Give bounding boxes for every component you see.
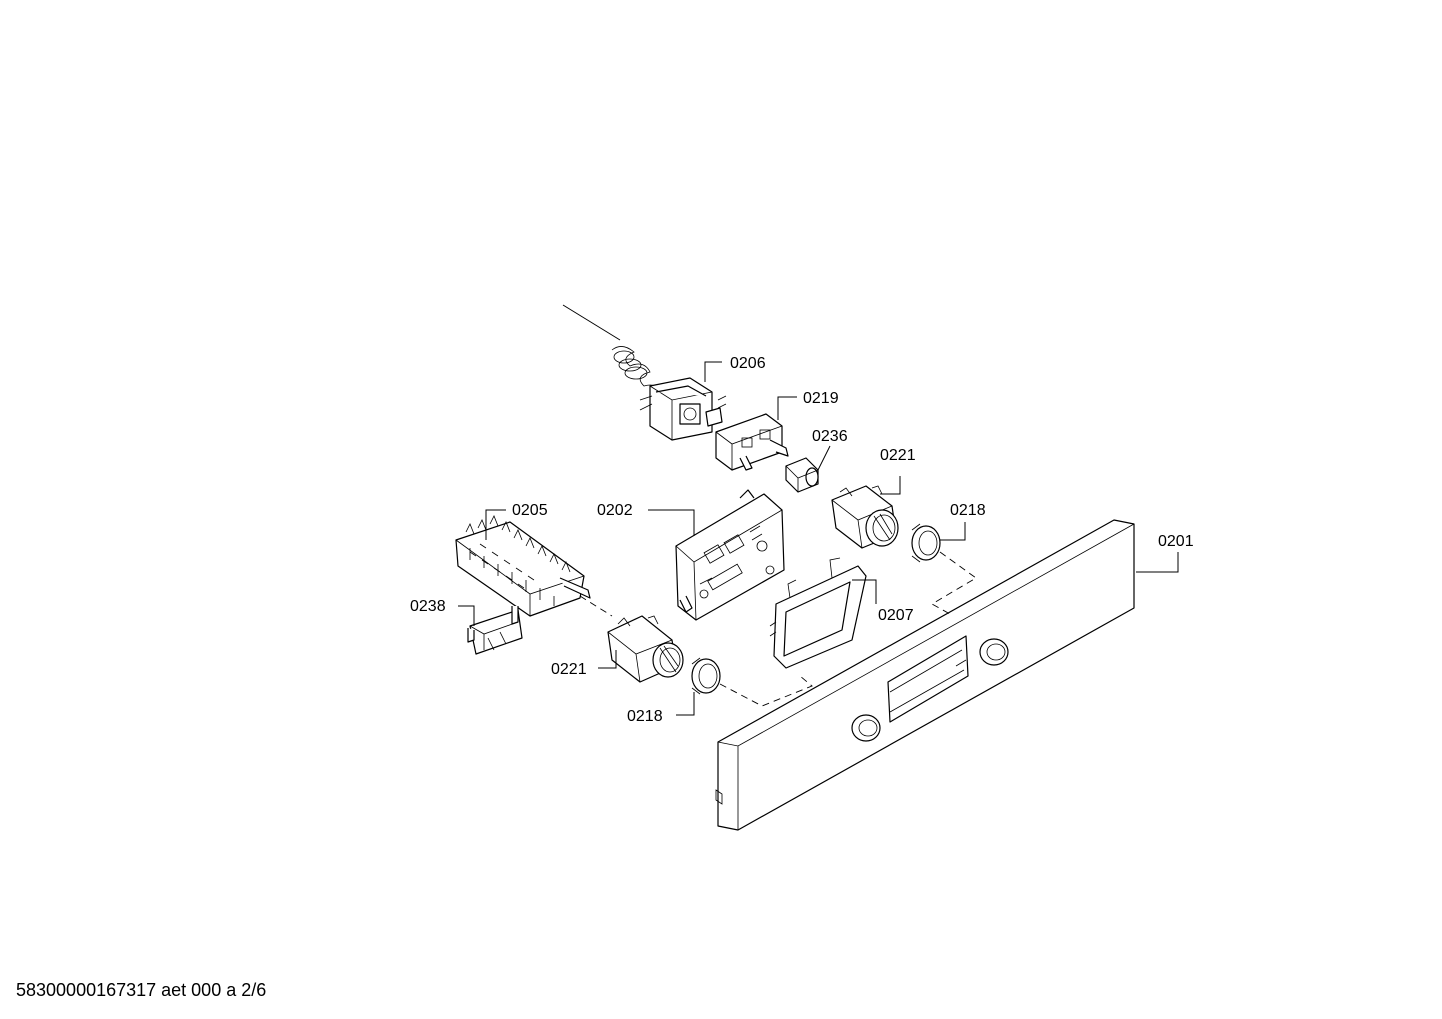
callout-0218-lower: 0218: [627, 708, 663, 725]
thermostat-part-0206[interactable]: [562, 304, 727, 441]
callout-0206: 0206: [730, 355, 766, 372]
callout-0219: 0219: [803, 390, 839, 407]
ring-part-0218-upper[interactable]: [911, 523, 941, 563]
rotary-switch-part-0221-lower[interactable]: [607, 615, 684, 683]
callout-0207: 0207: [878, 607, 914, 624]
rotary-switch-part-0221-upper[interactable]: [831, 485, 899, 549]
clip-bracket-part-0238[interactable]: [467, 606, 523, 655]
document-id-footer: 58300000167317 aet 000 a 2/6: [16, 980, 267, 1000]
callout-0221-lower: 0221: [551, 661, 587, 678]
display-frame-part-0207[interactable]: [769, 557, 867, 669]
callout-0236: 0236: [812, 428, 848, 445]
leader-lines: [458, 361, 1179, 716]
callout-0201: 0201: [1158, 533, 1194, 550]
assembly-dashed-lines: [579, 551, 977, 707]
electronic-module-part-0202[interactable]: [675, 489, 785, 621]
callout-0221-upper: 0221: [880, 447, 916, 464]
terminal-block-part-0205[interactable]: [455, 515, 591, 617]
front-panel-part-0201[interactable]: [715, 519, 1135, 831]
callout-labels: 0206 0219 0236 0221 0205 0202 0218 0201 …: [410, 355, 1194, 725]
ring-part-0218-lower[interactable]: [691, 657, 721, 695]
callout-0238: 0238: [410, 598, 446, 615]
callout-0202: 0202: [597, 502, 633, 519]
callout-0218-upper: 0218: [950, 502, 986, 519]
bracket-part-0219[interactable]: [715, 413, 789, 471]
lamp-holder-part-0236[interactable]: [785, 457, 819, 493]
callout-0205: 0205: [512, 502, 548, 519]
